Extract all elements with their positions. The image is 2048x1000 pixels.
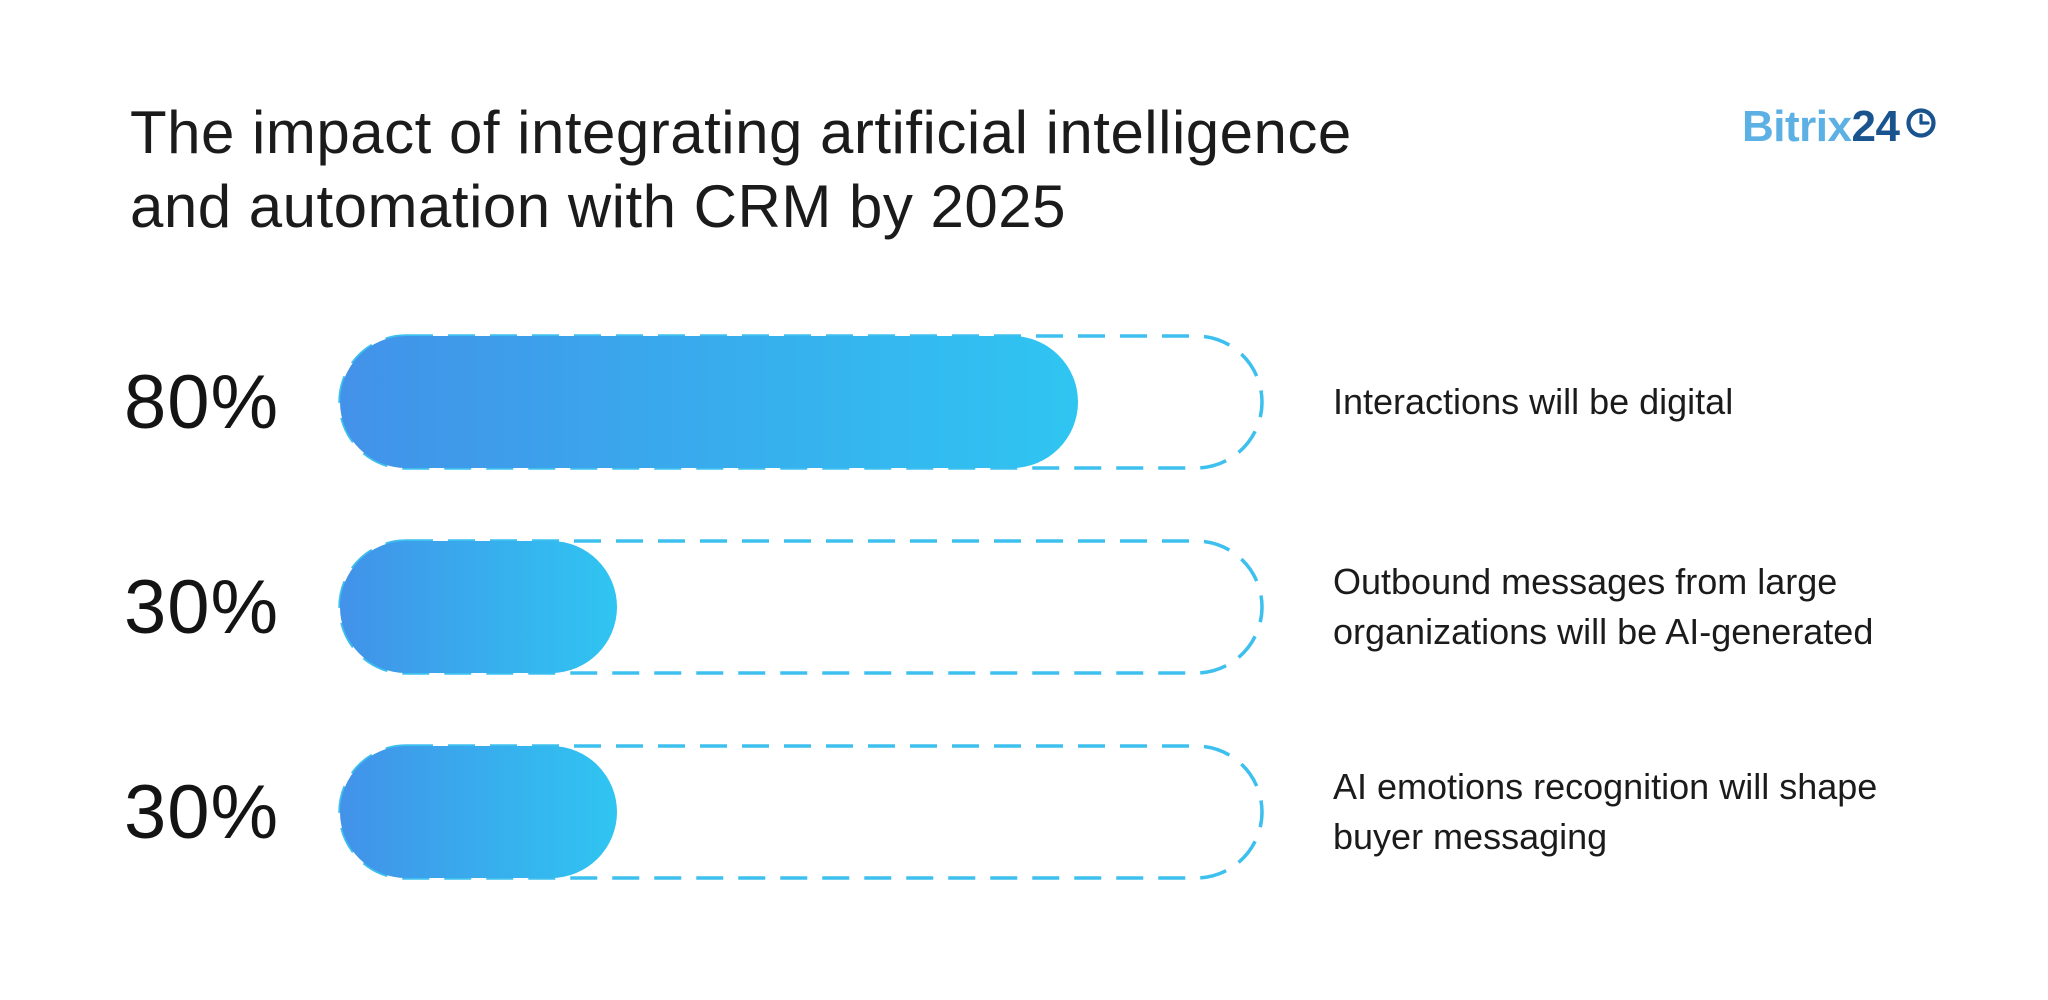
bar-fill [340, 336, 1078, 468]
clock-icon [1906, 99, 1937, 149]
bar-category-label: AI emotions recognition will shape buyer… [1333, 746, 1933, 878]
bar-category-text: AI emotions recognition will shape buyer… [1333, 766, 1878, 857]
bar-value-label: 80% [124, 359, 280, 445]
bar-category-text: Outbound messages from large organizatio… [1333, 561, 1874, 652]
bar-value-label: 30% [124, 564, 280, 650]
bar-category-text: Interactions will be digital [1333, 381, 1734, 422]
bar-fill [340, 746, 617, 878]
bar-track [338, 539, 1264, 675]
logo-text-secondary: 24 [1851, 102, 1900, 151]
bar-fill [340, 541, 617, 673]
page-title: The impact of integrating artificial int… [130, 96, 1352, 244]
logo-text-primary: Bitrix [1742, 102, 1852, 151]
bar-category-label: Interactions will be digital [1333, 336, 1933, 468]
page-title-line2: and automation with CRM by 2025 [130, 173, 1067, 240]
bar-category-label: Outbound messages from large organizatio… [1333, 541, 1933, 673]
page-title-line1: The impact of integrating artificial int… [130, 99, 1352, 166]
bar-value-label: 30% [124, 769, 280, 855]
bar-track [338, 334, 1264, 470]
bar-track [338, 744, 1264, 880]
